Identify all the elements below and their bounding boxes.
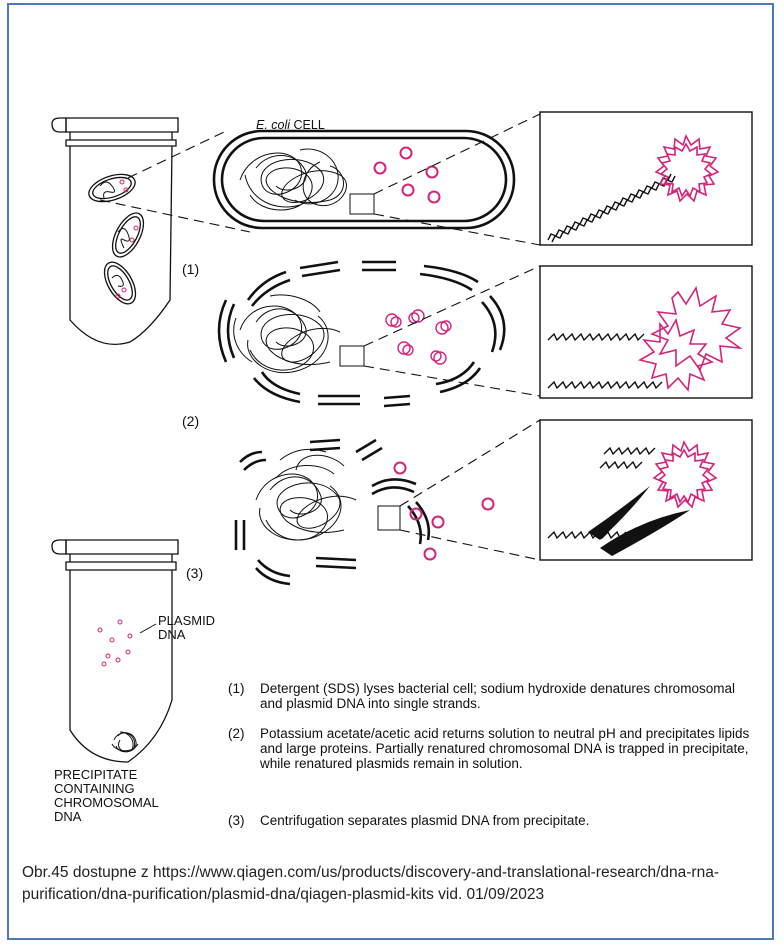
tube-bottom-plasmids [98, 620, 132, 666]
legend-2-num: (2) [228, 726, 245, 741]
ecoli-rest: CELL [290, 118, 325, 132]
legend-2-text: Potassium acetate/acetic acid returns so… [260, 726, 760, 771]
ecoli-italic: E. coli [256, 118, 290, 132]
legend-1-text: Detergent (SDS) lyses bacterial cell; so… [260, 681, 760, 711]
tube-top [52, 118, 178, 344]
legend-1-num: (1) [228, 681, 245, 696]
plasmid-dna-label: PLASMID DNA [158, 614, 215, 642]
precipitate-label: PRECIPITATE CONTAINING CHROMOSOMAL DNA [54, 768, 159, 824]
cell-plasmids-1 [375, 148, 440, 203]
cell-plasmids-2 [386, 310, 451, 364]
chromosome-coil-1 [240, 149, 346, 210]
legend-3-text: Centrifugation separates plasmid DNA fro… [260, 813, 760, 828]
step-3-number: (3) [186, 566, 203, 580]
pellet [112, 732, 138, 752]
tube-bottom [52, 540, 178, 762]
chromosome-coil-3 [256, 449, 400, 540]
zoom-box-3 [540, 420, 752, 560]
step-1-number: (1) [182, 262, 199, 276]
legend-3-num: (3) [228, 813, 245, 828]
free-plasmids-3 [395, 463, 494, 560]
chromosome-coil-2 [234, 295, 364, 373]
zoom-box-1 [540, 112, 752, 245]
ecoli-cell-label: E. coli CELL [256, 118, 325, 132]
ecoli-cell [214, 131, 514, 228]
lysed-cell [219, 262, 504, 406]
step-2-number: (2) [182, 414, 199, 428]
figure-caption: Obr.45 dostupne z https://www.qiagen.com… [22, 862, 767, 906]
zoom-box-2 [540, 266, 752, 398]
